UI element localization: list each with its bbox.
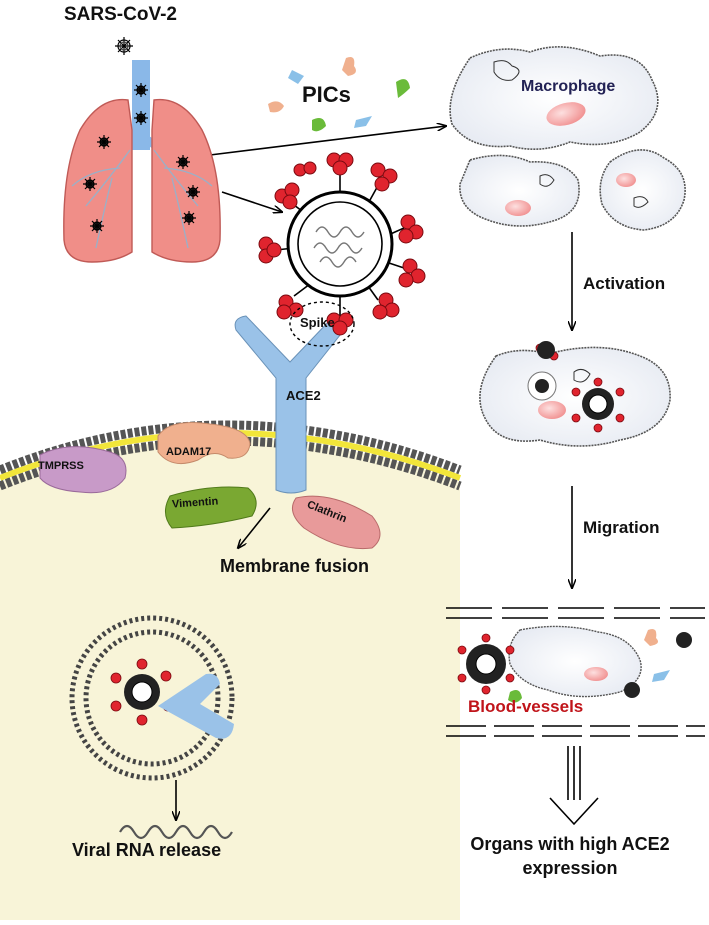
tmprss-label: TMPRSS [38,460,84,472]
activation-label: Activation [583,274,666,293]
organs-label: Organs with high ACE2 expression [470,834,670,878]
adam17-label: ADAM17 [166,446,212,458]
endosome [69,615,235,781]
vessel-macrophage [508,625,642,698]
vimentin-protein [165,486,257,529]
spike-label: Spike [300,315,335,330]
pics-label: PICs [302,82,351,107]
pics-cytokines [268,57,410,132]
viral-rna-strand [119,824,233,840]
migration-label: Migration [583,518,660,537]
lungs [63,60,221,263]
macrophage-resting-2 [599,149,686,231]
viral-rna-label: Viral RNA release [72,840,222,860]
vessel-viruses [457,629,692,703]
viral-rna-coil [313,226,365,268]
macrophage-label: Macrophage [521,78,616,95]
macrophage-main [449,46,659,150]
lung-virus-particles [83,37,200,233]
macrophage-resting-1 [459,154,580,227]
adam17-protein [157,422,251,465]
organs-arrow [549,746,599,826]
tmprss-protein [39,446,127,494]
clathrin-protein [291,495,381,550]
spike-highlight-circle [289,301,355,347]
blood-vessels-label: Blood-vessels [468,697,584,716]
virus-name-label: SARS-CoV-2 [64,4,177,25]
blood-vessel-walls [446,607,705,737]
ace2-label: ACE2 [286,386,321,405]
sars-cov-2-virion [258,152,426,336]
membrane-fusion-label: Membrane fusion [220,556,370,576]
macrophage-activated [479,341,671,447]
macrophage-nucleus [546,102,586,126]
